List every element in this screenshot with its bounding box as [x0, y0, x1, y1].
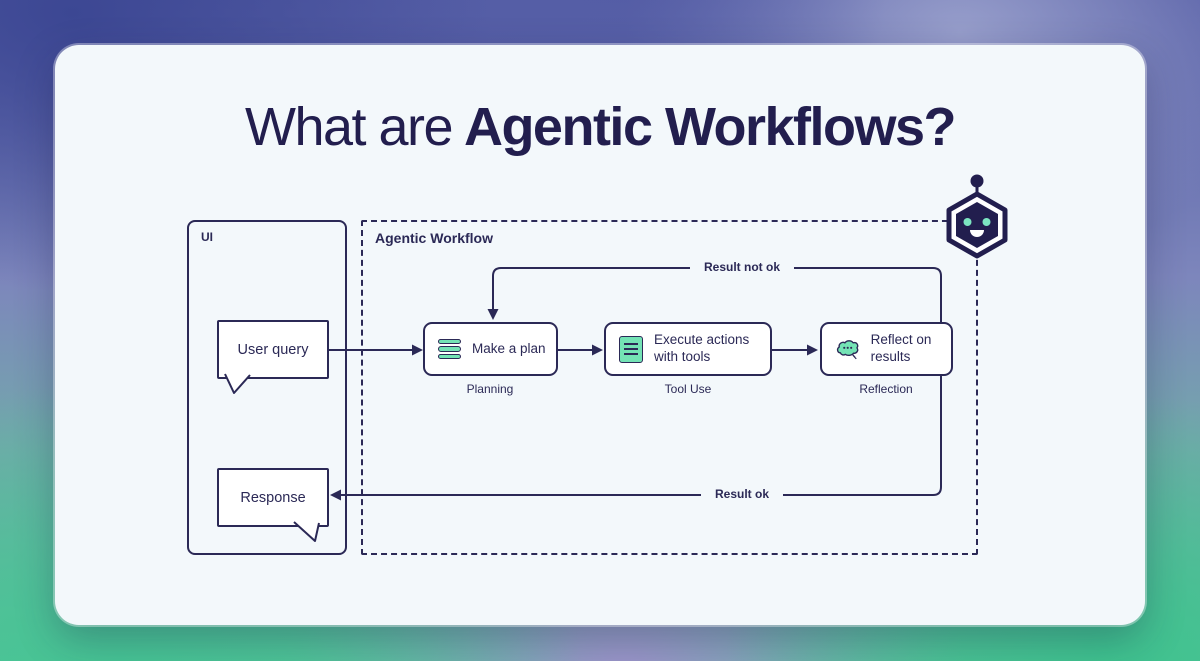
sublabel-tool-use: Tool Use [664, 382, 712, 396]
step-label: Make a plan [472, 340, 546, 356]
step-label: Reflect on results [870, 332, 932, 364]
user-query-label: User query [237, 341, 309, 358]
agentic-workflow-panel: Agentic Workflow [361, 220, 978, 555]
step-label: Execute actions with tools [654, 332, 750, 364]
response-bubble: Response [217, 468, 329, 542]
edge-label-result-ok: Result ok [700, 487, 784, 501]
user-query-bubble: User query [217, 320, 329, 394]
agentic-workflow-label: Agentic Workflow [375, 230, 493, 246]
stack-icon [438, 338, 461, 361]
edge-label-result-not-ok: Result not ok [689, 260, 795, 274]
speech-tail-icon [293, 521, 320, 542]
speech-tail-icon [224, 373, 251, 394]
document-icon [619, 335, 643, 363]
step-reflect-on-results: Reflect on results [820, 322, 953, 376]
sublabel-planning: Planning [466, 382, 514, 396]
step-execute-actions: Execute actions with tools [604, 322, 772, 376]
thought-bubble-icon [836, 340, 859, 360]
robot-mascot-icon [946, 174, 1008, 259]
title-prefix: What are [244, 97, 454, 157]
response-label: Response [240, 489, 306, 506]
step-make-a-plan: Make a plan [423, 322, 558, 376]
ui-panel: UI [187, 220, 347, 555]
sublabel-reflection: Reflection [859, 382, 913, 396]
title-bold: Agentic Workflows? [463, 97, 957, 157]
ui-panel-label: UI [201, 230, 213, 244]
